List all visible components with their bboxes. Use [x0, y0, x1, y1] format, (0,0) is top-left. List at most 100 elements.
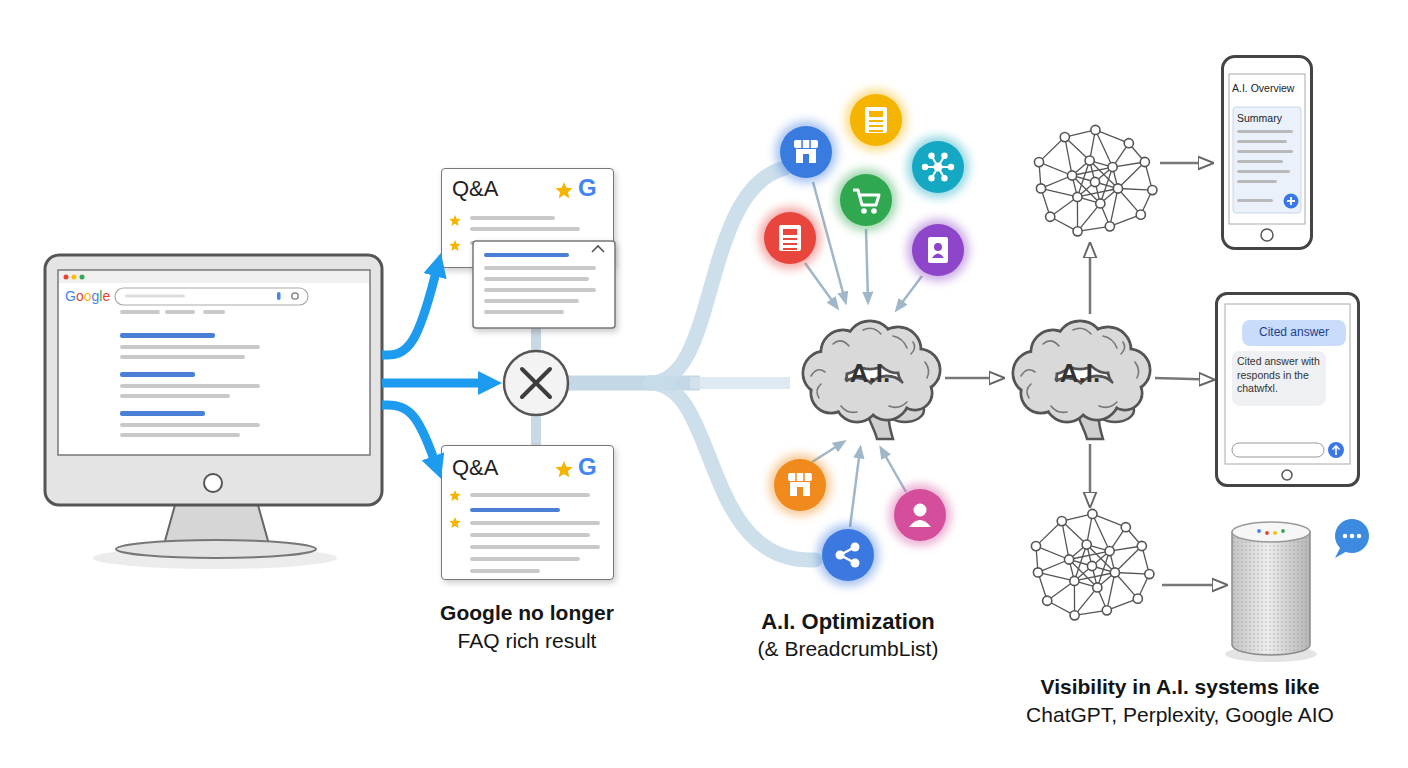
text-line — [470, 521, 600, 525]
icon-glow — [769, 454, 831, 516]
network-node — [1046, 212, 1055, 221]
logo-letter: G — [65, 288, 76, 304]
network-link — [1100, 167, 1112, 203]
text-line — [484, 310, 564, 314]
icon-glyph — [861, 208, 867, 214]
network-node — [1121, 523, 1130, 532]
chat-bubble — [1232, 351, 1326, 406]
icon-glyph — [836, 551, 845, 560]
text-line — [203, 310, 225, 314]
text-line — [1237, 140, 1287, 143]
ai-brain: A.I. — [1005, 318, 1155, 438]
icon-disc — [850, 94, 902, 146]
icon-glyph — [851, 559, 860, 568]
text-line — [1237, 170, 1290, 173]
text-line — [120, 355, 245, 359]
text-line — [1237, 130, 1293, 133]
flow-arrow — [382, 405, 438, 469]
send-arrow — [1333, 446, 1340, 455]
icon-glyph — [803, 154, 809, 163]
text-line — [120, 394, 230, 398]
network-node — [1088, 509, 1097, 518]
brain-fold — [1027, 384, 1031, 398]
flow-band — [690, 377, 790, 389]
icon-glyph — [779, 225, 801, 251]
icon-glyph — [851, 543, 860, 552]
icon-glyph — [783, 243, 797, 245]
brain-fold — [841, 406, 857, 412]
text-line — [120, 411, 205, 416]
star-icon — [555, 182, 572, 198]
card-title: Q&A — [452, 455, 532, 480]
brain-fold — [1043, 341, 1059, 346]
brain-fill — [1022, 374, 1059, 411]
icon-glyph — [932, 254, 944, 259]
monitor-base — [116, 540, 316, 558]
caption-label: ChatGPT, Perplexity, Google AIO — [960, 703, 1400, 727]
window-dot — [64, 275, 69, 280]
home-button — [1261, 229, 1273, 241]
text-line — [1237, 150, 1293, 153]
icon-glyph — [928, 237, 948, 263]
network-link — [1069, 551, 1110, 559]
brain-fold — [863, 328, 881, 334]
feed-arrow — [850, 450, 860, 527]
brain-fold — [1021, 370, 1035, 376]
icon-glow — [759, 207, 821, 269]
phone-device: A.I. OverviewSummary — [1221, 55, 1313, 250]
flow-arrow — [1089, 444, 1092, 502]
icon-glyph — [869, 111, 883, 117]
icon-glyph — [790, 482, 810, 496]
speaker-top — [1232, 522, 1310, 542]
send-button — [1328, 442, 1344, 458]
brain-fold — [893, 336, 907, 348]
mic-icon — [277, 292, 281, 300]
network-node — [1091, 125, 1100, 134]
text-line — [470, 493, 590, 497]
network-node — [1096, 199, 1105, 208]
search-icon — [292, 293, 298, 299]
icon-disc — [840, 174, 892, 226]
feed-arrow — [882, 450, 906, 492]
icon-disc — [912, 224, 964, 276]
flow-arrow — [382, 263, 438, 355]
network-node — [1105, 546, 1114, 555]
icon-glyph — [934, 243, 942, 251]
flow-arrow — [1162, 584, 1222, 587]
speaker-light — [1257, 529, 1261, 533]
network-node — [1043, 596, 1052, 605]
speaker-fabric — [1232, 532, 1310, 655]
caption-label: FAQ rich result — [307, 629, 747, 653]
speaker-body — [1232, 532, 1310, 655]
network-node — [1113, 184, 1122, 193]
network-node — [1034, 158, 1043, 167]
icon-glyph — [934, 163, 943, 172]
speaker-light — [1281, 529, 1285, 533]
bubble-dot — [1357, 534, 1362, 539]
icon-glyph — [909, 520, 931, 527]
icon-disc — [780, 126, 832, 178]
network-node — [1133, 594, 1142, 603]
qa-card: Q&AG — [441, 445, 614, 580]
neural-network — [1031, 509, 1154, 620]
network-link — [1069, 559, 1097, 587]
icon-glyph — [853, 190, 879, 205]
speaker-light — [1273, 531, 1277, 535]
source-icon — [817, 524, 879, 586]
window-dot — [72, 275, 77, 280]
logo-letter: e — [102, 288, 110, 304]
network-link — [1074, 573, 1115, 581]
source-icon — [907, 219, 969, 281]
icon-glow — [907, 136, 969, 198]
phone-screen — [1229, 74, 1305, 224]
star-icon — [449, 490, 460, 501]
text-line — [1237, 199, 1273, 202]
network-node — [1067, 171, 1076, 180]
icon-glyph — [869, 130, 883, 132]
brain-fold — [889, 402, 907, 407]
ai-brain: A.I. — [795, 318, 945, 438]
tablet-screen — [1225, 304, 1350, 464]
network-link — [1041, 188, 1077, 197]
card-title: Q&A — [452, 176, 532, 201]
